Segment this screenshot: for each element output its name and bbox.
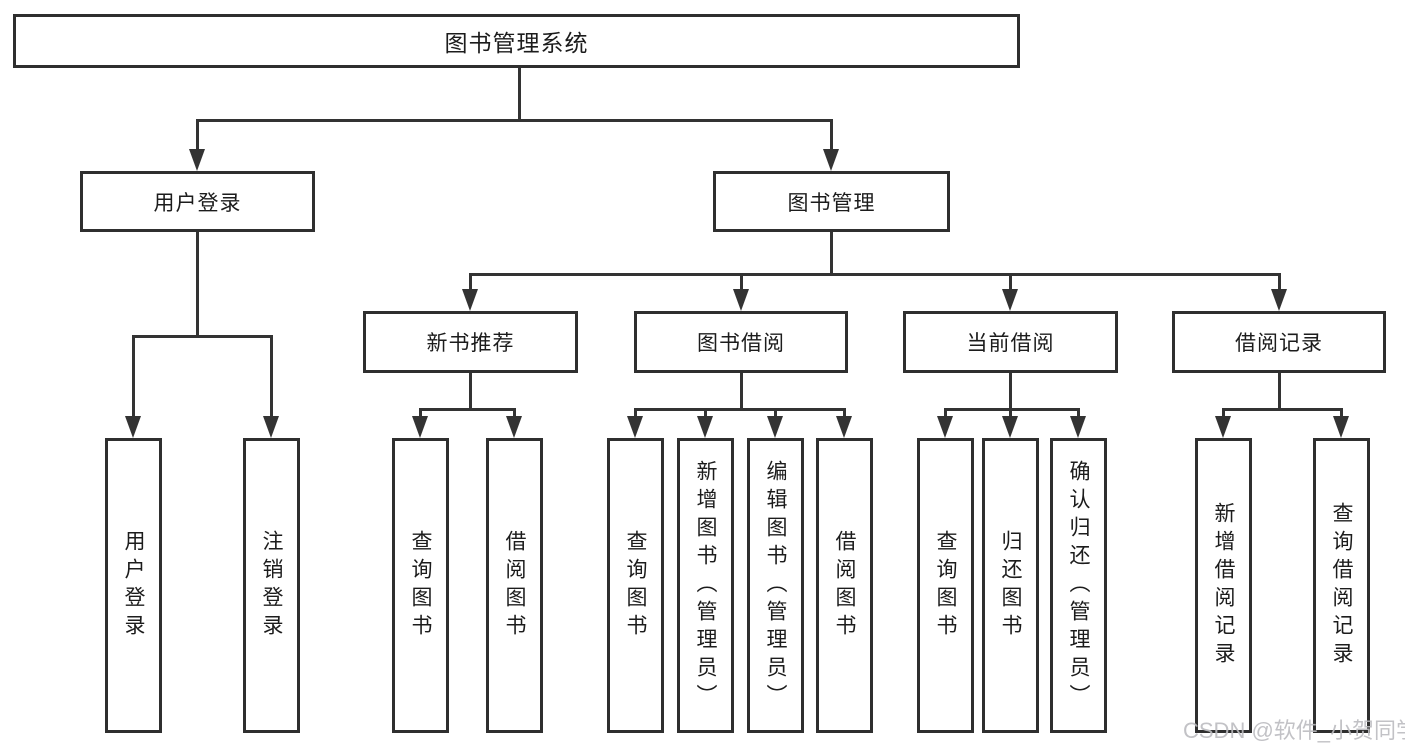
connector-shaft [196,119,199,153]
arrowhead [506,416,522,438]
node-label: 归还图书 [999,529,1022,642]
node-current-borrow: 当前借阅 [903,311,1118,373]
connector-shaft [270,335,273,420]
leaf-logout: 注销登录 [243,438,300,733]
connector-user-login-branch [132,335,273,338]
connector-new-book-stem [469,373,472,408]
connector-shaft [513,408,516,420]
node-label: 确认归还（管理员） [1067,459,1090,712]
connector-book-management-branch [469,273,1280,276]
node-book-management: 图书管理 [713,171,950,232]
leaf-query-borrow-record: 查询借阅记录 [1313,438,1370,733]
connector-shaft [1077,408,1080,420]
arrowhead [1333,416,1349,438]
node-label: 图书借阅 [697,332,785,355]
arrowhead [1002,289,1018,311]
node-new-book-recommend: 新书推荐 [363,311,578,373]
connector-book-borrow-branch [634,408,846,411]
node-label: 新增借阅记录 [1212,501,1235,670]
connector-shaft [1278,273,1281,293]
connector-shaft [843,408,846,420]
connector-root-stem [518,68,521,119]
leaf-query-books-recommend: 查询图书 [392,438,449,733]
node-label: 编辑图书（管理员） [764,459,787,712]
leaf-user-login: 用户登录 [105,438,162,733]
arrowhead [189,149,205,171]
connector-shaft [132,335,135,420]
connector-shaft [830,119,833,153]
leaf-query-books-borrow: 查询图书 [607,438,664,733]
connector-shaft [419,408,422,420]
leaf-add-borrow-record: 新增借阅记录 [1195,438,1252,733]
csdn-watermark: CSDN @软件_小贺同学 [1183,718,1405,743]
arrowhead [412,416,428,438]
arrowhead [1070,416,1086,438]
connector-shaft [1009,408,1012,420]
node-library-management-system: 图书管理系统 [13,14,1020,68]
node-label: 新书推荐 [426,332,515,355]
connector-book-management-stem [830,232,833,273]
connector-shaft [704,408,707,420]
node-label: 查询图书 [624,529,647,642]
leaf-edit-book-admin: 编辑图书（管理员） [747,438,804,733]
node-label: 用户登录 [122,529,145,642]
node-label: 当前借阅 [966,332,1055,355]
arrowhead [733,289,749,311]
connector-shaft [634,408,637,420]
node-label: 用户登录 [153,191,242,215]
leaf-return-book: 归还图书 [982,438,1039,733]
node-label: 注销登录 [260,529,283,642]
connector-shaft [740,273,743,293]
connector-current-borrow-stem [1009,373,1012,408]
arrowhead [1002,416,1018,438]
connector-shaft [469,273,472,293]
connector-book-borrow-stem [740,373,743,408]
arrowhead [1215,416,1231,438]
leaf-borrow-books-recommend: 借阅图书 [486,438,543,733]
node-user-login: 用户登录 [80,171,315,232]
arrowhead [767,416,783,438]
connector-new-book-branch [419,408,516,411]
node-label: 查询图书 [934,529,957,642]
connector-shaft [1009,273,1012,293]
connector-borrow-records-stem [1278,373,1281,408]
node-label: 图书管理系统 [444,30,589,56]
node-label: 借阅图书 [503,529,526,642]
connector-root-branch [196,119,833,122]
node-label: 借阅图书 [833,529,856,642]
node-label: 图书管理 [787,191,876,215]
leaf-borrow-books: 借阅图书 [816,438,873,733]
node-label: 查询图书 [409,529,432,642]
connector-shaft [774,408,777,420]
arrowhead [823,149,839,171]
arrowhead [462,289,478,311]
connector-shaft [944,408,947,420]
node-borrow-records: 借阅记录 [1172,311,1386,373]
node-label: 新增图书（管理员） [694,459,717,712]
node-label: 借阅记录 [1235,332,1323,355]
leaf-confirm-return-admin: 确认归还（管理员） [1050,438,1107,733]
connector-shaft [1222,408,1225,420]
arrowhead [1271,289,1287,311]
arrowhead [697,416,713,438]
leaf-add-book-admin: 新增图书（管理员） [677,438,734,733]
node-label: 查询借阅记录 [1330,501,1353,670]
arrowhead [263,416,279,438]
leaf-query-books-current: 查询图书 [917,438,974,733]
connector-shaft [1340,408,1343,420]
arrowhead [937,416,953,438]
connector-user-login-stem [196,232,199,335]
connector-borrow-records-branch [1222,408,1343,411]
arrowhead [627,416,643,438]
arrowhead [125,416,141,438]
node-book-borrow: 图书借阅 [634,311,848,373]
connector-current-borrow-branch [944,408,1080,411]
arrowhead [836,416,852,438]
